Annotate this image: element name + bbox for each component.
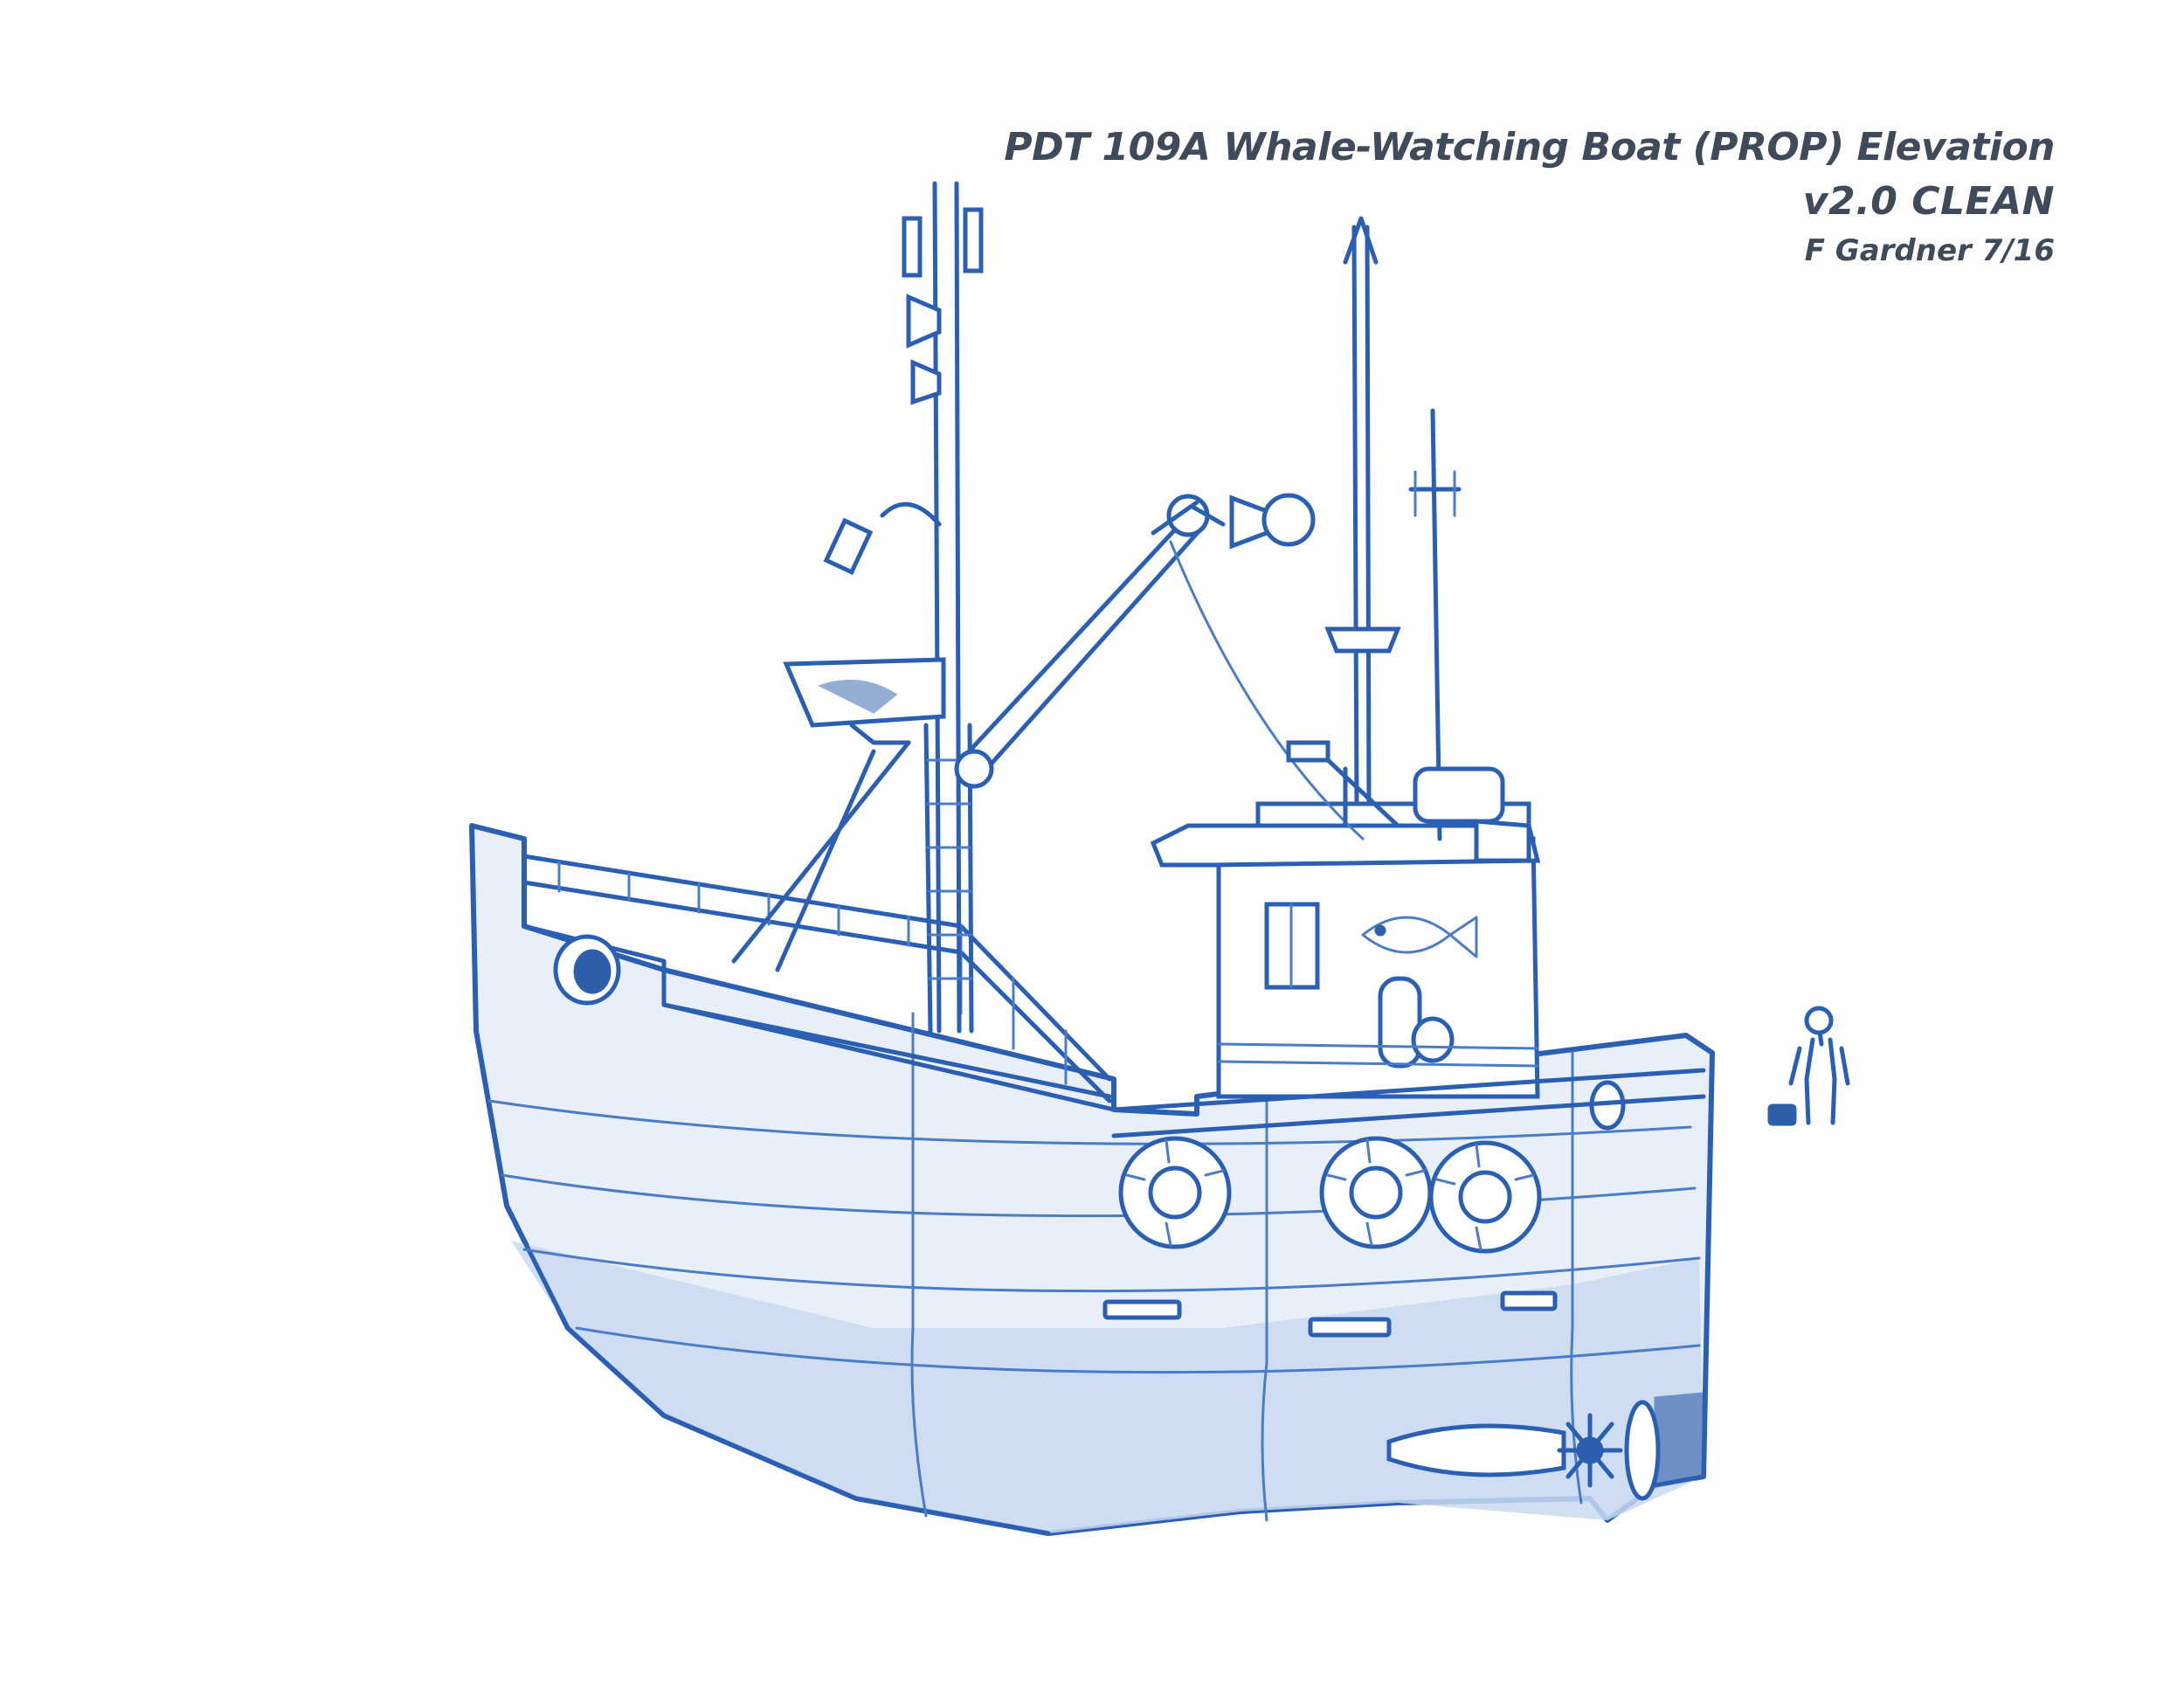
hull-slot — [1308, 1317, 1392, 1338]
propeller — [1386, 1400, 1661, 1501]
mast-horn — [906, 294, 942, 349]
mast-horn — [910, 359, 942, 405]
bow-curve — [469, 823, 1051, 1536]
mast-stay — [731, 740, 911, 972]
radar-cap — [1286, 740, 1330, 763]
mast-antenna — [902, 216, 923, 278]
title-block: PDT 109A Whale-Watching Boat (PROP) Elev… — [1004, 121, 2055, 273]
frame-line — [1261, 1090, 1268, 1522]
scale-figure — [1767, 1006, 1850, 1126]
crane-boom — [954, 494, 1365, 841]
crane-tip — [1151, 500, 1226, 536]
rudder — [1654, 1392, 1705, 1487]
mast-lamp-arm — [880, 502, 942, 527]
stern-rail — [1111, 1068, 1706, 1138]
wheelhouse-door — [1378, 976, 1422, 1069]
figure-bag — [1767, 1103, 1797, 1126]
deck-line — [661, 1002, 1116, 1112]
life-ring — [1319, 1136, 1433, 1249]
fish-emblem — [1361, 916, 1478, 958]
sheet-version: v2.0 CLEAN — [1802, 179, 2055, 224]
frame-line — [910, 1012, 928, 1518]
mast-antenna — [963, 207, 984, 273]
radar-dome — [1324, 626, 1401, 654]
hull-slot — [1500, 1290, 1558, 1311]
searchlight-cylinder — [1413, 766, 1505, 824]
crane-cable — [1169, 540, 1365, 841]
loudspeaker — [1229, 495, 1269, 550]
bow-post — [469, 823, 527, 929]
frame-line — [1570, 1051, 1583, 1505]
rear-antenna — [1408, 408, 1531, 863]
plank-line — [575, 1326, 1701, 1374]
hull-slot — [1102, 1299, 1182, 1320]
door-porthole — [1411, 1016, 1455, 1063]
life-ring — [1428, 1140, 1542, 1254]
plank-line — [522, 1248, 1701, 1293]
bow-porthole — [553, 934, 621, 1006]
antenna-mast — [1229, 216, 1401, 828]
sheet-title: PDT 109A Whale-Watching Boat (PROP) Elev… — [1004, 125, 2055, 169]
life-ring — [1118, 1136, 1232, 1249]
plank-line — [487, 1099, 1692, 1145]
main-mast — [731, 181, 984, 1034]
sheet-artist-date: F Gardner 7/16 — [1804, 233, 2055, 268]
mast-lamp — [823, 517, 874, 576]
